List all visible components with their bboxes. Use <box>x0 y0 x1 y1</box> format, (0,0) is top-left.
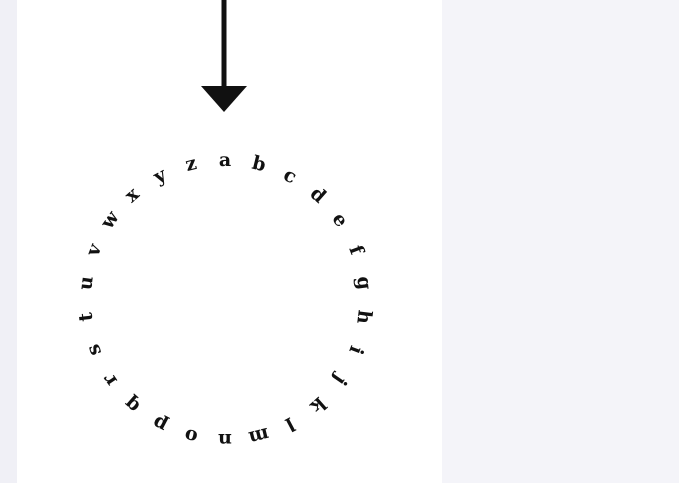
wheel-letter-q: q <box>119 392 145 418</box>
left-gutter <box>0 0 17 483</box>
wheel-letter-r: r <box>97 369 122 390</box>
down-arrow-icon <box>201 0 247 112</box>
wheel-letter-n: n <box>218 429 232 451</box>
wheel-letter-y: y <box>149 163 170 189</box>
wheel-letter-h: h <box>352 308 376 326</box>
wheel-letter-j: j <box>329 370 352 389</box>
wheel-letter-o: o <box>182 423 201 449</box>
wheel-letter-l: l <box>281 412 299 436</box>
wheel-letter-d: d <box>305 182 331 208</box>
wheel-letter-i: i <box>344 342 368 357</box>
wheel-letter-z: z <box>183 152 200 177</box>
wheel-letter-a: a <box>218 149 232 171</box>
wheel-letter-g: g <box>352 275 376 292</box>
empty-side-area <box>442 0 679 483</box>
wheel-letter-b: b <box>249 151 268 177</box>
wheel-letter-x: x <box>120 183 144 208</box>
wheel-letter-p: p <box>148 411 171 437</box>
wheel-letter-u: u <box>74 274 98 292</box>
wheel-letter-c: c <box>279 163 301 189</box>
wheel-letter-m: m <box>246 422 271 450</box>
wheel-letter-s: s <box>81 340 107 359</box>
wheel-letter-v: v <box>81 241 107 260</box>
wheel-letter-e: e <box>327 209 353 232</box>
wheel-letter-f: f <box>344 242 368 259</box>
wheel-letter-t: t <box>74 311 98 323</box>
wheel-letter-k: k <box>305 392 331 418</box>
wheel-letter-w: w <box>96 207 124 234</box>
